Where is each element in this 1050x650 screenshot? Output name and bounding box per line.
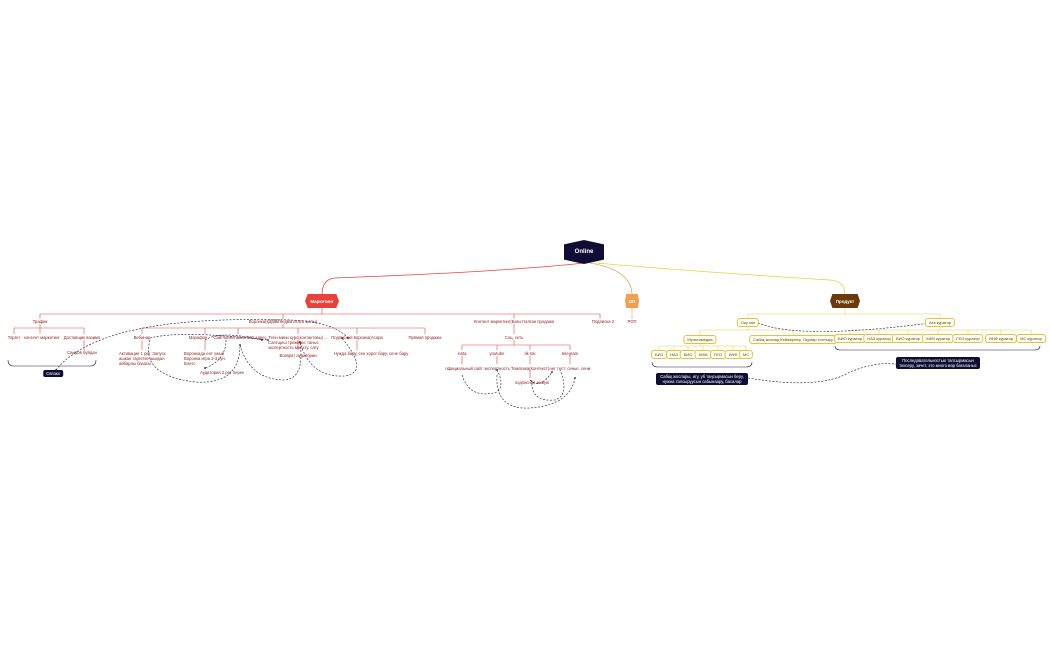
note-activation: Активация 1 рет. Запуск ашкан таргетке ш… (119, 351, 166, 366)
note-voronka: Воронкада ент үжын Воронка игра 2-3 кун.… (184, 351, 226, 366)
note-product-right[interactable]: Последовательностью тапсырмасын тексеру,… (896, 357, 980, 369)
node-webinar[interactable]: Вебинар (133, 335, 151, 340)
node-telegram[interactable]: telegram (561, 351, 579, 356)
node-free-mini[interactable]: Тегін мини курс(контактовы) ... (268, 335, 328, 340)
node-podpisnaya-live[interactable]: подписная живую (514, 380, 550, 385)
branch-op[interactable]: ОП (625, 294, 639, 308)
root-node[interactable]: Online (564, 240, 604, 264)
note-sayt: Саятщеш трежими: таныс экспертность маса… (268, 340, 319, 350)
node-target[interactable]: Таргет (7, 335, 21, 340)
note-product-left[interactable]: Сабақ жоспары, игу, уб таңсырмасын беру,… (656, 373, 748, 385)
node-svyazi[interactable]: Связки (43, 370, 63, 377)
node-podpisnaya[interactable]: Подписная воронка(Асора (331, 335, 383, 340)
node-site-channel[interactable]: Сайтчаннельная 500 адрес (213, 335, 267, 340)
node-cur-ms[interactable]: МС куратор (1016, 334, 1046, 343)
node-expertise[interactable]: экспертность (484, 366, 510, 371)
node-mm-geo[interactable]: ГЕО (710, 350, 726, 359)
node-cur-bio[interactable]: БИО куратор (833, 334, 867, 343)
node-insta[interactable]: insta (457, 351, 467, 356)
node-ata-kurator[interactable]: Ата куратор (924, 318, 956, 327)
node-tiktok[interactable]: tik tok (524, 351, 536, 356)
branch-product[interactable]: Продукт (830, 294, 860, 308)
node-content[interactable]: Контент маркетинг(Бағытталған продажа (473, 319, 555, 324)
node-official-site[interactable]: официальный сайт (445, 366, 483, 371)
node-cur-naz[interactable]: НАЗ куратор (863, 334, 895, 343)
node-mm-him[interactable]: ХИМ (694, 350, 712, 359)
node-cur-him[interactable]: ХИМ куратор (921, 334, 955, 343)
note-need: Нужда бару, сен хорог бару, сене бару (333, 351, 409, 356)
note-return: Возврат аудитории (279, 353, 317, 358)
node-social[interactable]: Соц. сеть (504, 335, 524, 340)
node-delivery[interactable]: Доставщик взаимо (63, 335, 101, 340)
edge-root-op (589, 262, 633, 296)
node-sabak[interactable]: Сабақ жоспар,Кейжерлер, Оқулар толтыру (749, 335, 837, 344)
node-oku-zal[interactable]: Оку зал (736, 318, 760, 327)
node-multimedia[interactable]: Мультимедиа (683, 335, 717, 344)
node-youtube[interactable]: youtube (489, 351, 505, 356)
node-mm-biz[interactable]: БИЗ (651, 350, 667, 359)
bracket-curators (834, 345, 1041, 351)
node-podpiska[interactable]: Подписка 2 (591, 319, 615, 324)
node-content-marketing[interactable]: контент маркетинг (24, 335, 60, 340)
node-cur-bio2[interactable]: БИО куратор (891, 334, 925, 343)
edge-root-marketing (321, 262, 585, 296)
node-funnel[interactable]: Воронка(Қадам ведма атасо жолы) (248, 319, 318, 324)
branch-marketing[interactable]: Маркетинг (305, 294, 339, 308)
node-rop[interactable]: РОП (627, 319, 637, 324)
node-direct-sale[interactable]: Прямая продажа (408, 335, 442, 340)
node-cur-geo[interactable]: ГЕО куратор (952, 334, 984, 343)
node-tematika[interactable]: Тематика(Контекст) (510, 366, 550, 371)
node-mm-ms[interactable]: МС (738, 350, 754, 359)
note-audience: Аудитория 2 рет перек (200, 370, 244, 375)
node-saidov[interactable]: Саидов бүйдан (67, 350, 97, 355)
node-traffic[interactable]: Трафик (32, 319, 48, 324)
bracket-multimedia (651, 361, 753, 368)
product-edges (658, 308, 1032, 350)
node-marathon[interactable]: Марафон (188, 335, 208, 340)
node-cur-inf[interactable]: ИНФ куратор (984, 334, 1018, 343)
edge-root-product (595, 262, 846, 296)
node-test[interactable]: нег тест: сенье, сенж (549, 366, 591, 371)
bracket-traffic (7, 359, 97, 367)
marketing-edges (13, 308, 601, 378)
relationship-curves (55, 319, 931, 409)
